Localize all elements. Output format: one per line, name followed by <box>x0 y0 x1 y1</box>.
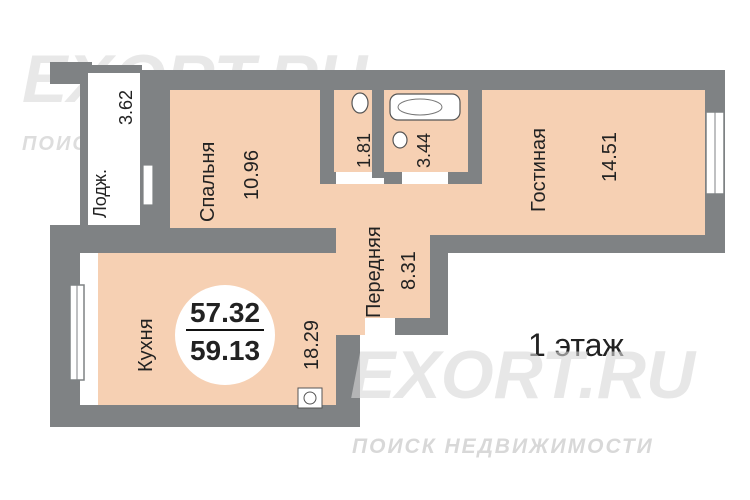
watermark-site-bottom: EXORT.RU <box>350 337 697 413</box>
loggia-name: Лодж. <box>90 169 110 218</box>
bedroom-name: Спальня <box>197 142 219 222</box>
bedroom-area <box>170 90 320 228</box>
living-area-value: 57.32 <box>190 297 260 328</box>
wc-area-value: 1.81 <box>354 133 374 168</box>
loggia-area-value: 3.62 <box>116 90 136 125</box>
floor-label: 1 этаж <box>528 327 624 363</box>
bath-area-value: 3.44 <box>414 133 434 168</box>
stove-icon <box>297 387 323 409</box>
kitchen-area-value: 18.29 <box>301 320 323 370</box>
kitchen-name: Кухня <box>135 318 157 372</box>
windows <box>69 111 725 381</box>
hall-area-value: 8.31 <box>398 251 420 290</box>
hall-area <box>320 184 482 335</box>
toilet-icon <box>351 92 369 114</box>
living-room-area-value: 14.51 <box>599 132 621 182</box>
living-room-name: Гостиная <box>528 128 550 212</box>
loggia-area <box>88 73 140 225</box>
walls <box>50 62 725 427</box>
bathtub-icon <box>389 93 461 121</box>
total-area-value: 59.13 <box>190 335 260 366</box>
sink-icon <box>392 131 408 149</box>
living-room-area <box>482 90 705 235</box>
watermark-tagline-bottom: ПОИСК НЕДВИЖИМОСТИ <box>352 435 654 458</box>
hall-name: Передняя <box>363 226 385 318</box>
bedroom-area-value: 10.96 <box>241 150 263 200</box>
area-badge: 57.32 59.13 <box>175 285 275 385</box>
